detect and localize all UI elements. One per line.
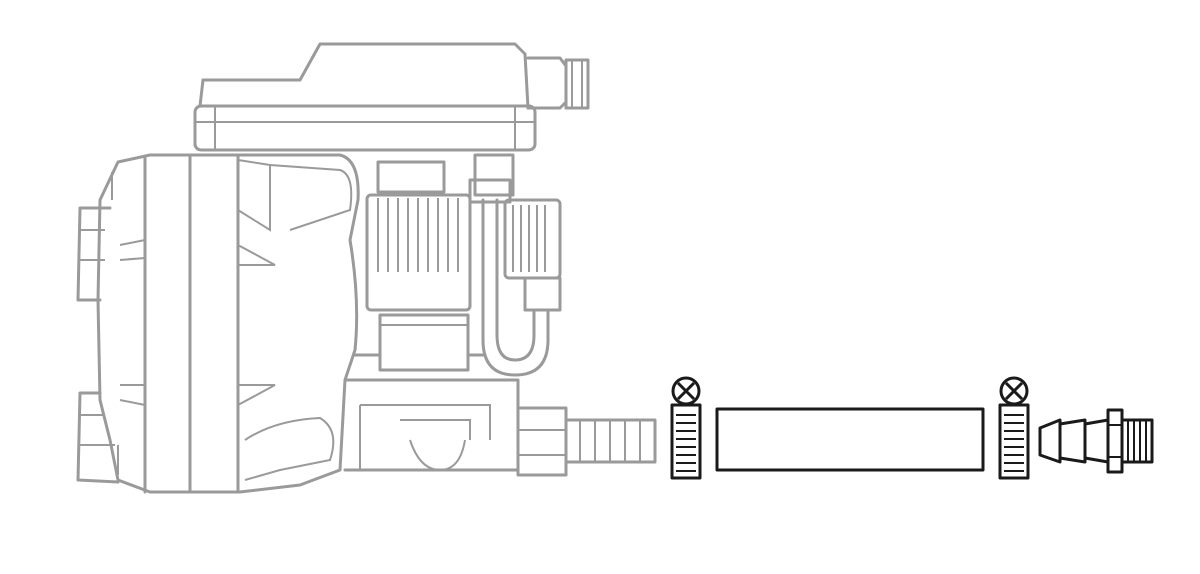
- hose-barb-fitting: [1038, 408, 1154, 474]
- hose-clamp-1: [670, 376, 702, 480]
- top-cover: [201, 42, 530, 110]
- hex-nut: [1106, 408, 1124, 474]
- cable-gland-nut: [564, 58, 590, 110]
- hose: [715, 407, 985, 472]
- u-tube: [481, 198, 550, 377]
- solenoid-coil: [365, 193, 472, 312]
- valve-block: [378, 313, 470, 372]
- main-housing: [96, 153, 360, 494]
- drain-unit: [76, 42, 657, 494]
- hose-clamp-2: [998, 376, 1030, 480]
- left-cap-upper: [76, 206, 112, 302]
- thread: [1120, 418, 1154, 464]
- left-cap-lower: [76, 391, 120, 484]
- cable-connector: [526, 56, 568, 110]
- base-block: [343, 378, 520, 472]
- outlet-nut: [516, 406, 568, 477]
- cover-base: [193, 104, 537, 152]
